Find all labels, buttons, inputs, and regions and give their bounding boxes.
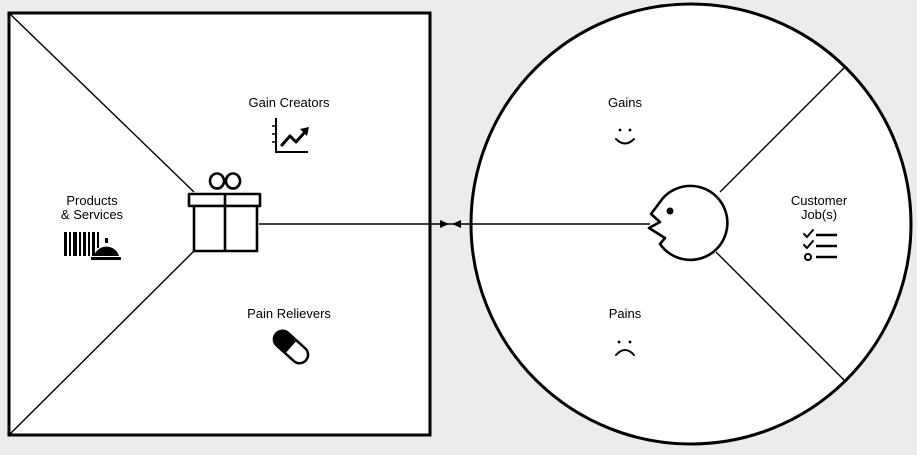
- fit-connector: [430, 220, 471, 228]
- smile-icon: [615, 128, 635, 145]
- pain-relievers-label: Pain Relievers: [247, 306, 331, 321]
- divider-top-left: [9, 13, 195, 193]
- divider-upper-right: [719, 66, 846, 193]
- pill-icon: [272, 329, 310, 365]
- divider-lower-right: [715, 251, 846, 382]
- arrow-head-right-icon: [440, 220, 449, 228]
- gain-creators-label: Gain Creators: [248, 95, 330, 110]
- checklist-icon: [803, 229, 837, 261]
- face-profile-icon: [647, 184, 729, 262]
- arrow-head-left-icon: [452, 220, 461, 228]
- growth-chart-icon: [272, 118, 309, 153]
- customer-jobs-label: Customer Job(s): [790, 193, 848, 222]
- barcode-bell-icon: [64, 232, 121, 260]
- pains-label: Pains: [608, 306, 642, 321]
- products-services-label: Products & Services: [60, 193, 124, 222]
- gift-icon: [187, 172, 262, 253]
- frown-icon: [615, 340, 635, 356]
- gains-label: Gains: [608, 95, 642, 110]
- divider-bottom-left: [9, 250, 195, 435]
